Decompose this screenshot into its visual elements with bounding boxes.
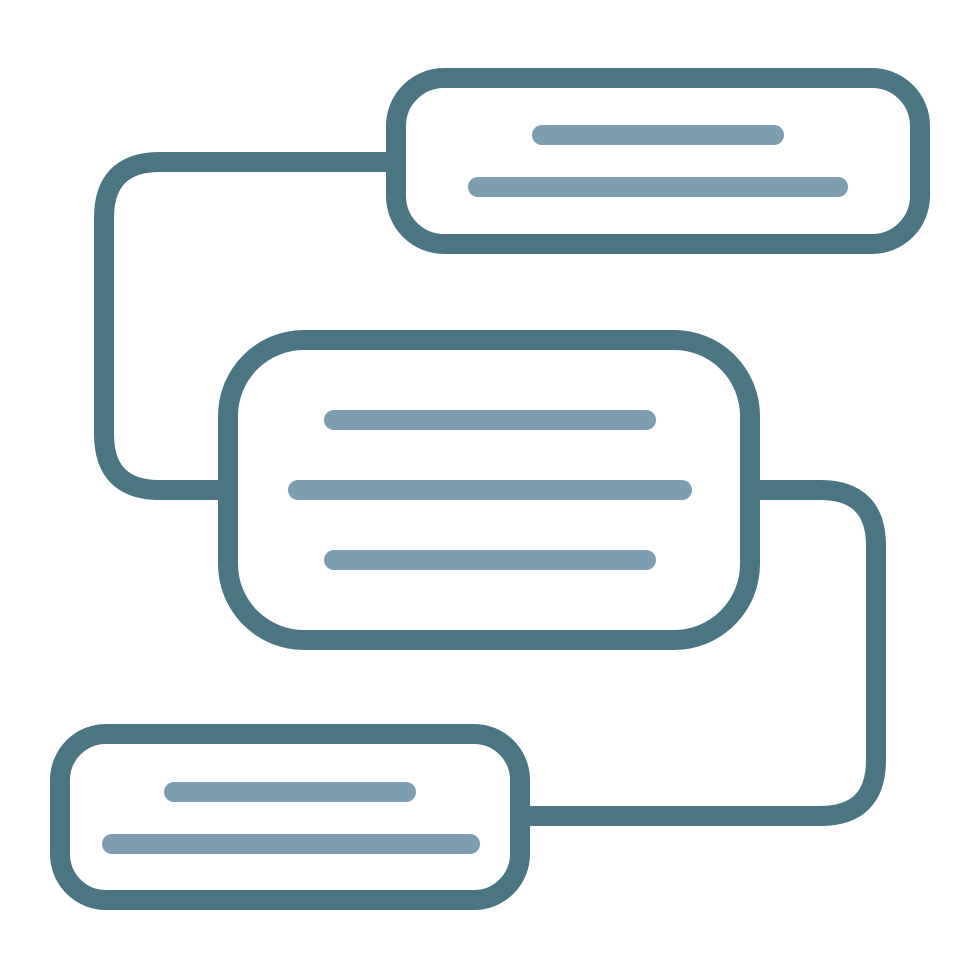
connector-top-to-middle xyxy=(94,152,406,500)
bottom-node-box xyxy=(50,724,530,910)
connector-middle-to-bottom xyxy=(510,480,886,826)
top-node-box xyxy=(386,68,930,254)
